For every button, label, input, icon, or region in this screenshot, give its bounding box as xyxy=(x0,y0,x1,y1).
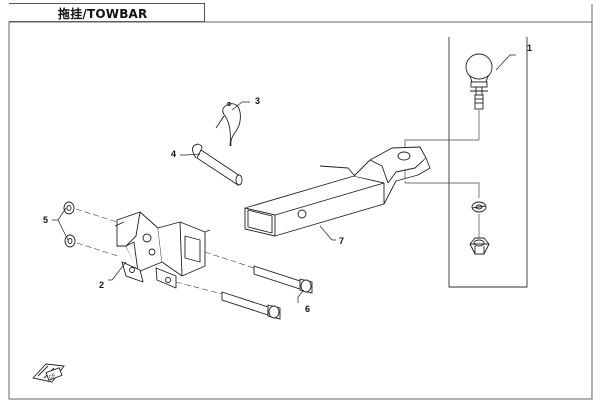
washer-alignment-lines xyxy=(75,208,119,257)
lock-washer-icon xyxy=(471,201,487,213)
callout-1: 1 xyxy=(527,43,532,53)
svg-text:CF: CF xyxy=(48,373,56,381)
callout-4: 4 xyxy=(171,149,176,159)
hitch-pin-icon xyxy=(192,143,243,186)
mounting-bracket-icon xyxy=(114,211,211,289)
bolt-alignment-lines xyxy=(175,251,255,295)
washer-icon xyxy=(63,201,76,248)
callout-7: 7 xyxy=(339,236,344,246)
callout-leaders xyxy=(52,54,516,303)
bolt-icon xyxy=(221,265,313,320)
page-title: 拖挂/TOWBAR xyxy=(58,7,148,21)
hex-nut-icon xyxy=(469,237,490,255)
callout-2: 2 xyxy=(99,280,104,290)
page-border xyxy=(8,21,593,400)
callout-3: 3 xyxy=(255,96,260,106)
logo-icon: CF xyxy=(32,363,65,383)
callout-6: 6 xyxy=(305,304,310,314)
r-clip-pin-icon xyxy=(215,102,241,147)
tow-ball-detail-box xyxy=(448,37,528,288)
drawbar-icon xyxy=(244,146,431,237)
callout-5: 5 xyxy=(43,215,48,225)
tow-ball-icon xyxy=(465,53,493,110)
